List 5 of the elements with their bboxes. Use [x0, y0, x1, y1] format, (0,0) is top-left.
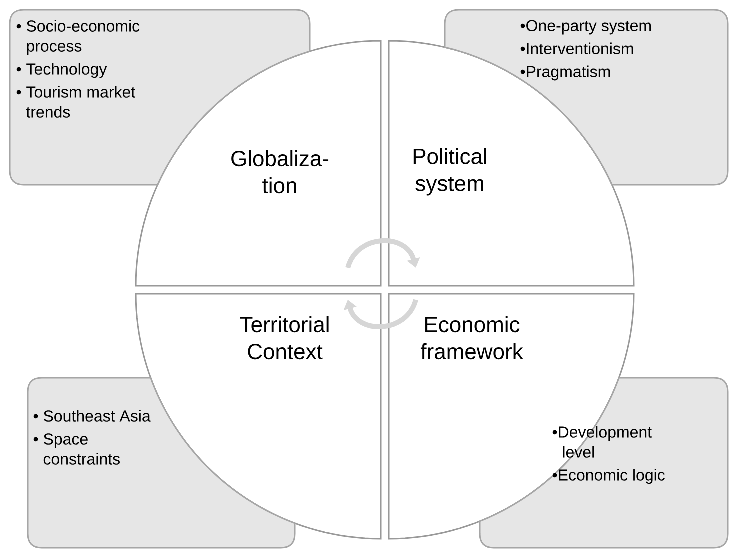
cycle-arrow	[344, 299, 418, 330]
bullet-list-box: •Development level •Economic logic	[479, 377, 729, 549]
cycle-arrow	[346, 238, 420, 269]
quadrant-segment: Globaliza- tion	[135, 40, 382, 287]
bullet-list-box: • Southeast Asia • Space constraints	[27, 377, 296, 549]
